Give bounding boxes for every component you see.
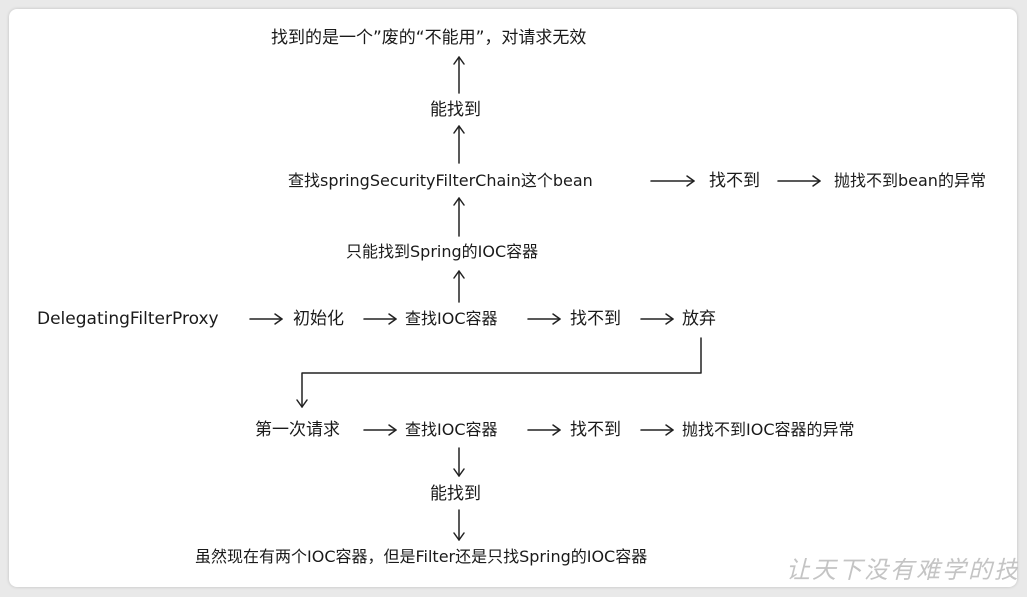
arrow-not-found-to-throw-bean bbox=[777, 175, 821, 187]
arrow-proxy-to-init bbox=[249, 313, 283, 325]
node-throw-bean: 抛找不到bean的异常 bbox=[834, 171, 986, 190]
elbow-give-up-to-first-request bbox=[296, 337, 702, 408]
arrow-up-to-top-result bbox=[453, 56, 465, 94]
arrow-init-to-find-ioc bbox=[363, 313, 397, 325]
node-bottom-result: 虽然现在有两个IOC容器，但是Filter还是只找Spring的IOC容器 bbox=[195, 547, 648, 566]
arrow-down-to-bottom-result bbox=[453, 509, 465, 541]
arrow-find-ioc-2-to-not-found bbox=[527, 424, 561, 436]
node-init: 初始化 bbox=[293, 309, 344, 329]
arrow-find-ioc-to-not-found bbox=[527, 313, 561, 325]
node-not-found-chain: 找不到 bbox=[709, 171, 760, 191]
node-find-chain: 查找springSecurityFilterChain这个bean bbox=[288, 171, 593, 190]
node-top-result: 找到的是一个”废的“不能用”，对请求无效 bbox=[271, 28, 587, 48]
arrow-up-to-can-find bbox=[453, 125, 465, 164]
node-not-found-2: 找不到 bbox=[570, 420, 621, 440]
node-find-ioc-2: 查找IOC容器 bbox=[405, 420, 498, 439]
node-can-find-1: 能找到 bbox=[430, 100, 481, 120]
arrow-not-found-2-to-throw-ioc bbox=[640, 424, 674, 436]
node-proxy: DelegatingFilterProxy bbox=[37, 309, 219, 329]
arrow-chain-to-not-found bbox=[650, 175, 695, 187]
diagram-canvas bbox=[9, 9, 1017, 587]
arrow-not-found-to-give-up bbox=[640, 313, 674, 325]
node-first-request: 第一次请求 bbox=[255, 420, 340, 440]
node-throw-ioc: 抛找不到IOC容器的异常 bbox=[682, 420, 855, 439]
arrow-up-to-only-spring bbox=[453, 270, 465, 303]
arrow-down-to-can-find-2 bbox=[453, 447, 465, 477]
node-find-ioc-1: 查找IOC容器 bbox=[405, 309, 498, 328]
node-give-up: 放弃 bbox=[682, 309, 716, 329]
node-only-spring: 只能找到Spring的IOC容器 bbox=[346, 242, 539, 261]
arrow-first-request-to-find-ioc bbox=[363, 424, 397, 436]
node-can-find-2: 能找到 bbox=[430, 484, 481, 504]
arrow-up-to-find-chain bbox=[453, 197, 465, 237]
node-not-found-1: 找不到 bbox=[570, 309, 621, 329]
watermark: 让天下没有难学的技术 bbox=[786, 556, 1018, 584]
